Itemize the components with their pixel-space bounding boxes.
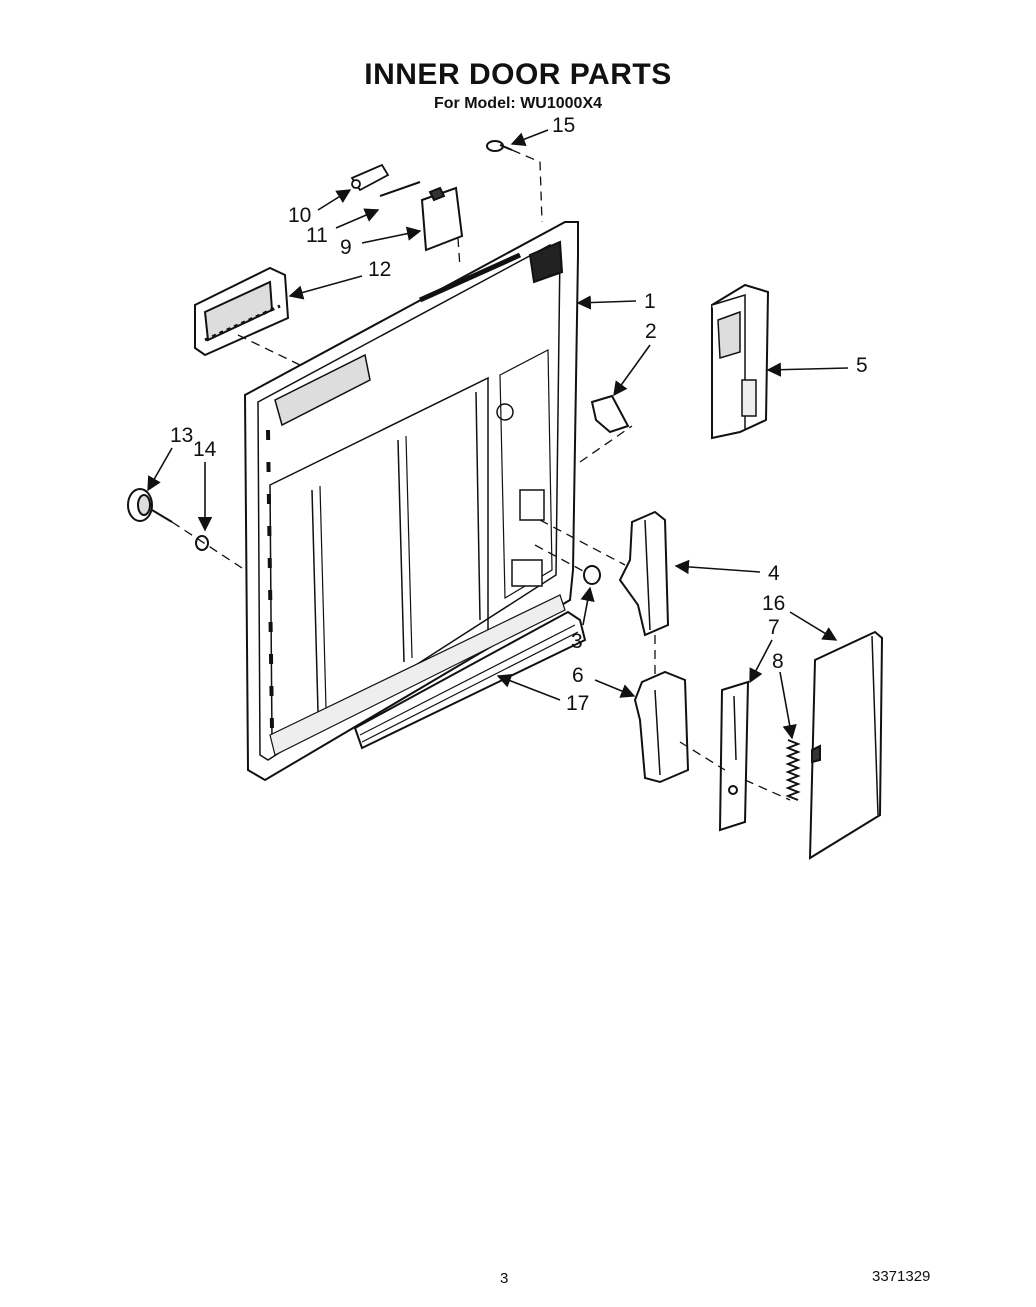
callout-17: 17: [566, 692, 589, 715]
leader-1: [576, 295, 637, 310]
part-15-screw: [486, 140, 513, 152]
part-9-vent-cover: [420, 186, 464, 252]
page-title: INNER DOOR PARTS: [364, 58, 672, 91]
leader-16: [789, 611, 838, 641]
leader-arrows: [147, 129, 849, 740]
leader-17: [496, 673, 561, 701]
document-number: 3371329: [872, 1268, 931, 1285]
part-7-slide-bar: [718, 680, 750, 832]
part-8-spring: [785, 739, 801, 801]
leader-4: [674, 559, 761, 575]
model-subtitle: For Model: WU1000X4: [433, 95, 603, 112]
callout-9: 9: [340, 236, 352, 259]
leader-6: [594, 679, 636, 698]
leader-8: [779, 671, 797, 740]
part-5-latch-assembly: [711, 283, 770, 440]
callout-13: 13: [170, 424, 193, 447]
callout-labels: 1 2 3 4 5 6 7 8 9 10 11 12 13 14 15 16 1…: [170, 114, 868, 715]
part-3-knob: [583, 565, 601, 585]
part-1-inner-door-frame: [243, 221, 579, 782]
part-2-latch-clip: [590, 394, 630, 434]
callout-3: 3: [571, 630, 583, 653]
callout-1: 1: [644, 290, 656, 313]
assembly-guide-lines: [171, 149, 791, 801]
part-10-clip: [350, 163, 390, 192]
leader-7: [749, 639, 773, 684]
callout-5: 5: [856, 354, 868, 377]
callout-8: 8: [772, 650, 784, 673]
leader-5: [766, 362, 849, 377]
leader-11: [335, 208, 380, 229]
callout-12: 12: [368, 258, 391, 281]
part-17-vent-strip: [353, 610, 587, 750]
leader-9: [361, 226, 422, 244]
callout-15: 15: [552, 114, 575, 137]
leader-3: [580, 586, 595, 626]
callout-4: 4: [768, 562, 780, 585]
part-11-pin: [379, 181, 421, 197]
callout-6: 6: [572, 664, 584, 687]
callout-14: 14: [193, 438, 217, 461]
part-4-upper-actuator: [618, 510, 670, 637]
callout-7: 7: [768, 616, 780, 639]
page-number: 3: [500, 1270, 509, 1287]
callout-16: 16: [762, 592, 785, 615]
callout-11: 11: [306, 224, 328, 247]
part-6-lower-actuator: [633, 670, 690, 784]
leader-10: [317, 189, 352, 211]
callout-2: 2: [645, 320, 657, 343]
callout-10: 10: [288, 204, 311, 227]
part-14-washer: [195, 535, 209, 551]
leader-13: [147, 447, 173, 492]
leader-2: [613, 344, 651, 397]
leader-15: [510, 129, 549, 147]
leader-12: [288, 275, 363, 300]
part-13-dial: [127, 488, 173, 523]
part-12-handle: [194, 266, 290, 357]
part-16-side-cover: [808, 630, 884, 860]
